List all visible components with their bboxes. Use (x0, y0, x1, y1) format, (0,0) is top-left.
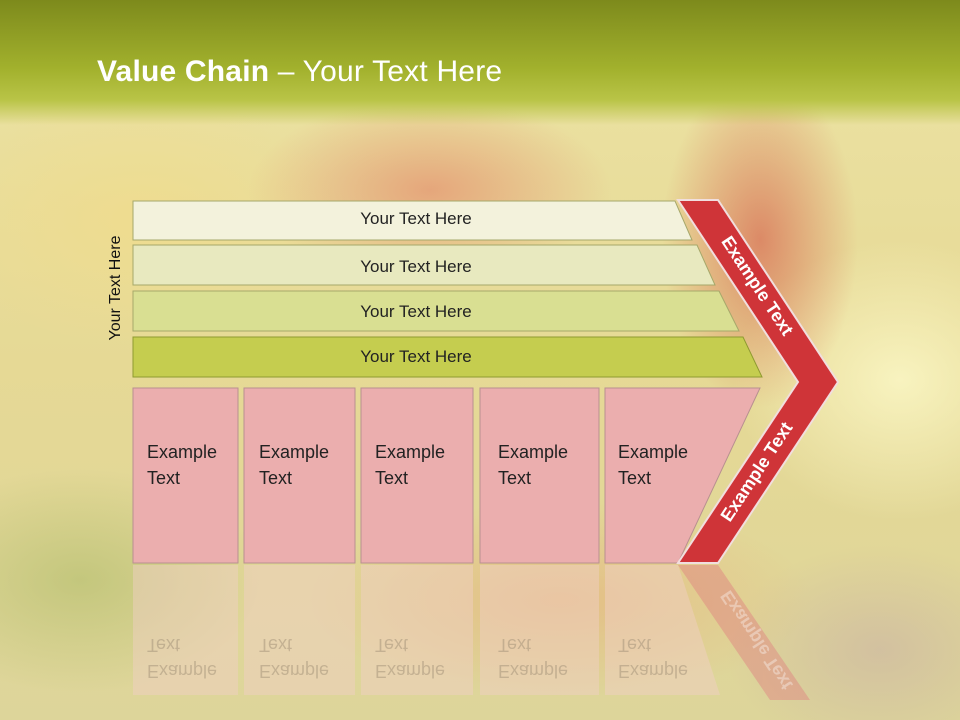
box-5-line2: Text (618, 468, 652, 488)
box-1-reflection-text: Example Text (147, 632, 217, 684)
box-1-reflection-line2: Text (147, 635, 181, 655)
band-3-label: Your Text Here (360, 302, 472, 321)
box-2-line1: Example (259, 442, 330, 462)
slide-title: Value Chain – Your Text Here (97, 55, 502, 89)
band-4 (132, 336, 763, 378)
box-1-line2: Text (147, 468, 181, 488)
box-5-reflection-line2: Text (618, 635, 652, 655)
box-5-line1: Example (618, 442, 689, 462)
title-rest: – Your Text Here (269, 55, 503, 88)
box-3-reflection-line2: Text (375, 635, 409, 655)
box-1-line1: Example (147, 442, 218, 462)
box-4-reflection-text: Example Text (498, 632, 568, 684)
box-4 (479, 387, 600, 564)
box-3-reflection-line1: Example (375, 661, 446, 681)
box-5-reflection-text: Example Text (618, 632, 688, 684)
box-reflection-5 (605, 565, 720, 695)
band-1-label: Your Text Here (360, 209, 472, 228)
box-1 (132, 387, 239, 564)
reflection-group (133, 565, 810, 700)
band-4-label: Your Text Here (360, 347, 472, 366)
title-bold: Value Chain (97, 55, 270, 88)
box-2-line2: Text (259, 468, 293, 488)
box-4-reflection-line1: Example (498, 661, 569, 681)
band-1 (132, 200, 693, 241)
arrow-reflection (678, 565, 810, 700)
box-4-reflection-line2: Text (498, 635, 532, 655)
box-2-reflection-line1: Example (259, 661, 330, 681)
title-bar (0, 0, 960, 125)
box-3-reflection-text: Example Text (375, 632, 445, 684)
box-reflection-3 (361, 565, 473, 695)
box-reflection-1 (133, 565, 238, 695)
box-reflection-4 (480, 565, 599, 695)
band-2 (132, 244, 716, 286)
box-5-reflection-line1: Example (618, 661, 689, 681)
box-1-reflection-line1: Example (147, 661, 218, 681)
box-4-line2: Text (498, 468, 532, 488)
box-4-line1: Example (498, 442, 569, 462)
box-3-line1: Example (375, 442, 446, 462)
band-3 (132, 290, 740, 332)
box-2 (243, 387, 356, 564)
box-2-reflection-text: Example Text (259, 632, 329, 684)
box-2-reflection-line2: Text (259, 635, 293, 655)
box-3-line2: Text (375, 468, 409, 488)
box-reflection-2 (244, 565, 355, 695)
chevron-arrow (676, 199, 840, 564)
box-3 (360, 387, 474, 564)
band-2-label: Your Text Here (360, 257, 472, 276)
